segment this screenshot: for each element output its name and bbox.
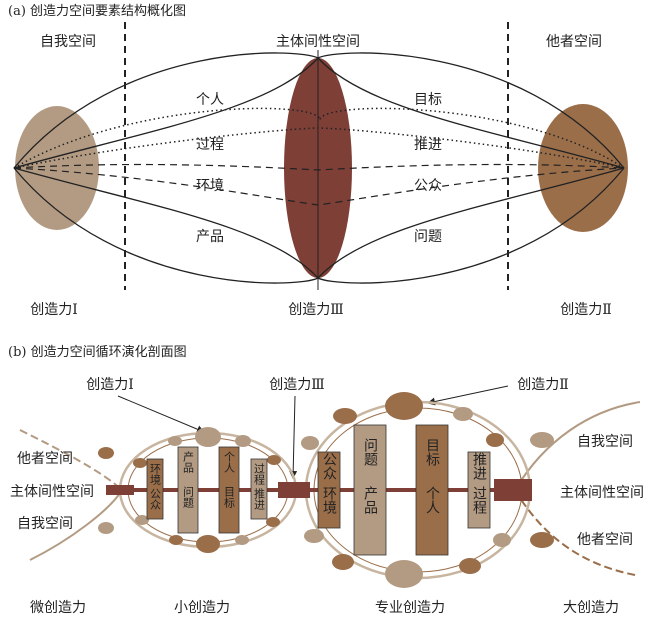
path-label-right-0: 目标 (414, 92, 442, 108)
bar-person-goal-label-2: 目标 (223, 486, 236, 509)
bar-env-public (146, 458, 164, 520)
curve-dashed-low (13, 167, 625, 206)
node-big-bottom (385, 560, 423, 588)
creativity-1-label: 创造力Ⅰ (30, 302, 78, 318)
panel-a-title: (a) 创造力空间要素结构概化图 (8, 4, 186, 19)
path-label-left-2: 环境 (196, 178, 224, 194)
panel-b-title: (b) 创造力空间循环演化剖面图 (8, 344, 187, 360)
left-label-intersubjective: 主体间性空间 (10, 484, 94, 500)
callout-creativity-2: 创造力Ⅱ (517, 377, 569, 393)
node-small-5 (135, 515, 149, 525)
callout-creativity-1: 创造力Ⅰ (86, 377, 134, 393)
axis-block-left (106, 485, 134, 495)
right-label-self: 自我空间 (577, 434, 633, 450)
node-creativity-1 (195, 427, 221, 447)
bar-advance-process-label-2: 过程 (471, 486, 487, 515)
path-label-right-2: 公众 (414, 178, 442, 194)
bar-product-problem (177, 446, 199, 534)
curve-dotted-mid (13, 127, 625, 169)
node-small-bottom (196, 535, 220, 553)
node-small-7 (235, 535, 249, 545)
bar-problem-product-label-2: 产品 (362, 486, 378, 514)
path-label-left-1: 过程 (196, 137, 224, 153)
bar-process-advance-label-2: 推进 (253, 487, 266, 510)
node-big-4 (486, 433, 504, 447)
path-label-left-3: 产品 (196, 229, 224, 245)
right-label-other: 他者空间 (577, 532, 633, 548)
creativity-1-ellipse (15, 106, 99, 230)
node-left-lower (98, 522, 114, 534)
node-right-lower (530, 532, 554, 548)
node-small-8 (266, 517, 280, 527)
creativity-2-ellipse (538, 104, 628, 232)
bar-advance-process-label-1: 推进 (471, 452, 487, 480)
bar-public-env (317, 451, 341, 529)
arc-left-inner (29, 489, 123, 561)
bar-goal-person (415, 424, 449, 556)
stage-mini: 微创造力 (30, 600, 86, 616)
bar-process-advance (250, 458, 268, 520)
bar-advance-process (467, 451, 491, 529)
left-label-other: 他者空间 (17, 451, 73, 467)
stage-little: 小创造力 (174, 600, 230, 616)
bar-product-problem-label-2: 问题 (182, 486, 195, 508)
path-label-right-1: 推进 (414, 137, 442, 153)
node-small-1 (133, 458, 147, 468)
node-small-4 (267, 455, 281, 465)
node-big-5 (304, 529, 324, 543)
node-big-6 (332, 554, 354, 570)
stage-big: 大创造力 (563, 600, 619, 616)
right-label-intersubjective: 主体间性空间 (560, 485, 644, 501)
region-left-label: 自我空间 (40, 34, 96, 50)
node-big-1 (301, 436, 319, 450)
bar-public-env-label-2: 环境 (321, 486, 337, 515)
bar-env-public-label-2: 公众 (149, 488, 162, 510)
arc-left-outer (19, 429, 123, 491)
axis-block-right (494, 479, 532, 501)
node-big-7 (459, 558, 481, 574)
node-right-upper (530, 432, 554, 448)
region-center-label: 主体间性空间 (276, 34, 360, 50)
arc-right-outer (514, 401, 641, 491)
bar-product-problem-label-1: 产品 (182, 450, 195, 473)
creativity-3-label: 创造力Ⅲ (288, 302, 344, 318)
curve-dashed-mid (13, 163, 625, 171)
bar-env-public-label-1: 环境 (149, 463, 162, 485)
node-small-6 (169, 535, 183, 545)
callout-arrow-3 (289, 395, 298, 479)
curve-dotted-top (13, 107, 625, 169)
bar-problem-product-label-1: 问题 (362, 438, 378, 467)
node-left-upper (98, 447, 114, 459)
curve-solid-inner-bottom (13, 167, 625, 279)
bar-public-env-label-1: 公众 (321, 452, 337, 480)
node-big-3 (453, 407, 473, 421)
callout-arrow-1 (117, 395, 205, 433)
node-big-2 (333, 408, 357, 424)
node-small-3 (235, 435, 251, 447)
bar-goal-person-label-1: 目标 (424, 438, 440, 467)
node-creativity-2 (385, 392, 423, 420)
path-label-left-0: 个人 (196, 92, 224, 108)
bar-problem-product (353, 424, 387, 556)
bar-person-goal (218, 446, 240, 534)
arc-right-inner (514, 489, 636, 576)
region-right-label: 他者空间 (546, 34, 602, 50)
creativity-2-label: 创造力Ⅱ (560, 302, 612, 318)
path-label-right-3: 问题 (414, 229, 442, 245)
curve-solid-inner-top (13, 57, 625, 169)
node-small-2 (168, 436, 182, 446)
bar-goal-person-label-2: 个人 (424, 486, 440, 514)
stage-pro: 专业创造力 (375, 600, 445, 616)
callout-creativity-3: 创造力Ⅲ (269, 377, 325, 393)
left-label-self: 自我空间 (17, 516, 73, 532)
bar-person-goal-label-1: 个人 (223, 451, 236, 473)
bar-process-advance-label-1: 过程 (253, 463, 266, 486)
node-big-8 (493, 533, 511, 547)
axis-block-creativity-3 (278, 482, 310, 498)
callout-arrow-2 (427, 385, 509, 406)
